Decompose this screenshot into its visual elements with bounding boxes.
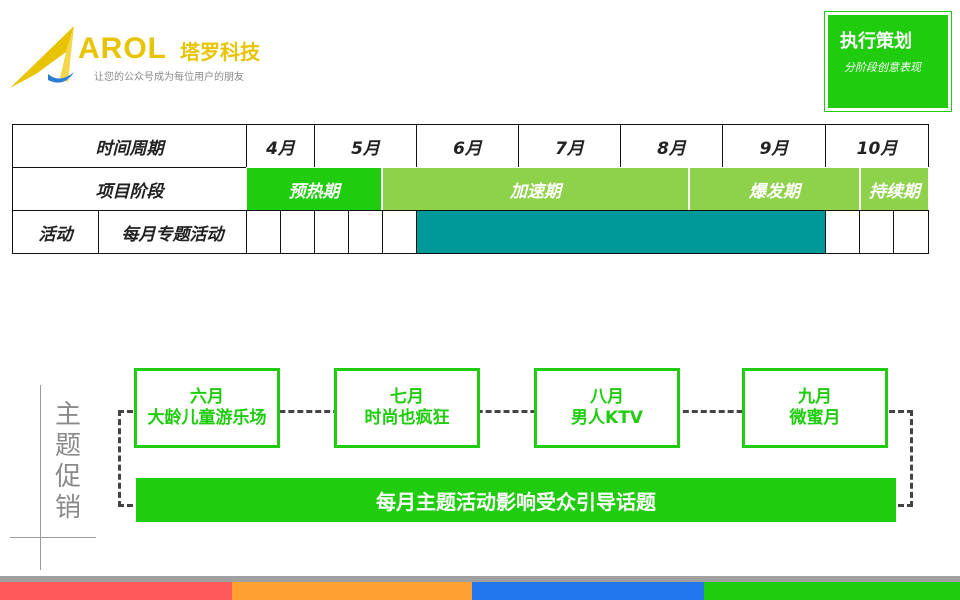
theme-month: 八月 xyxy=(590,387,624,407)
month-header: 4月 xyxy=(246,124,315,168)
divider-vertical xyxy=(40,385,41,570)
logo-wordmark: AROL xyxy=(78,32,167,65)
time-period-label: 时间周期 xyxy=(12,124,247,168)
theme-month-box: 七月 时尚也疯狂 xyxy=(334,368,480,448)
month-header: 7月 xyxy=(518,124,621,168)
section-title: 执行策划 xyxy=(840,31,912,52)
phase-acceleration: 加速期 xyxy=(382,167,689,211)
theme-topic: 微蜜月 xyxy=(789,408,841,428)
logo-slogan: 让您的公众号成为每位用户的朋友 xyxy=(94,72,244,83)
schedule-table: 时间周期 4月 5月 6月 7月 8月 9月 10月 项目阶段 预热期 加速期 … xyxy=(12,124,929,254)
theme-month-box: 九月 微蜜月 xyxy=(742,368,888,448)
theme-month-box: 六月 大龄儿童游乐场 xyxy=(134,368,280,448)
footer-stripe-orange xyxy=(232,582,472,600)
footer-stripe-blue xyxy=(472,582,704,600)
theme-month: 六月 xyxy=(190,387,224,407)
activity-cell xyxy=(825,210,860,254)
activity-cell xyxy=(246,210,281,254)
section-subtitle: 分阶段创意表现 xyxy=(844,61,921,74)
logo-mark-icon xyxy=(10,26,74,88)
month-header: 10月 xyxy=(825,124,929,168)
theme-banner: 每月主题活动影响受众引导话题 xyxy=(136,478,896,522)
monthly-activity-label: 每月专题活动 xyxy=(98,210,247,254)
divider-horizontal xyxy=(10,537,96,538)
phase-burst: 爆发期 xyxy=(689,167,860,211)
activity-cell xyxy=(280,210,315,254)
activity-label: 活动 xyxy=(12,210,99,254)
theme-topic: 男人KTV xyxy=(571,408,643,428)
company-logo: AROL 塔罗科技 让您的公众号成为每位用户的朋友 xyxy=(8,22,278,92)
activity-cell xyxy=(382,210,417,254)
month-header: 8月 xyxy=(620,124,723,168)
activity-active-span xyxy=(416,210,826,254)
month-header: 9月 xyxy=(722,124,826,168)
theme-month: 七月 xyxy=(390,387,424,407)
month-header: 5月 xyxy=(314,124,417,168)
activity-cell xyxy=(348,210,383,254)
theme-topic: 大龄儿童游乐场 xyxy=(147,408,267,428)
footer-divider xyxy=(0,576,960,582)
activity-cell xyxy=(314,210,349,254)
section-header-box: 执行策划 分阶段创意表现 xyxy=(824,11,952,112)
month-header: 6月 xyxy=(416,124,519,168)
activity-cell xyxy=(893,210,929,254)
activity-cell xyxy=(859,210,894,254)
theme-month: 九月 xyxy=(798,387,832,407)
theme-month-box: 八月 男人KTV xyxy=(534,368,680,448)
theme-promotion-title: 主题促销 xyxy=(54,400,81,523)
phase-warmup: 预热期 xyxy=(246,167,382,211)
phase-sustain: 持续期 xyxy=(860,167,929,211)
footer-stripe-green xyxy=(704,582,960,600)
logo-company-name: 塔罗科技 xyxy=(180,40,260,64)
theme-topic: 时尚也疯狂 xyxy=(364,408,450,428)
footer-stripe-red xyxy=(0,582,232,600)
project-phase-label: 项目阶段 xyxy=(12,167,247,211)
